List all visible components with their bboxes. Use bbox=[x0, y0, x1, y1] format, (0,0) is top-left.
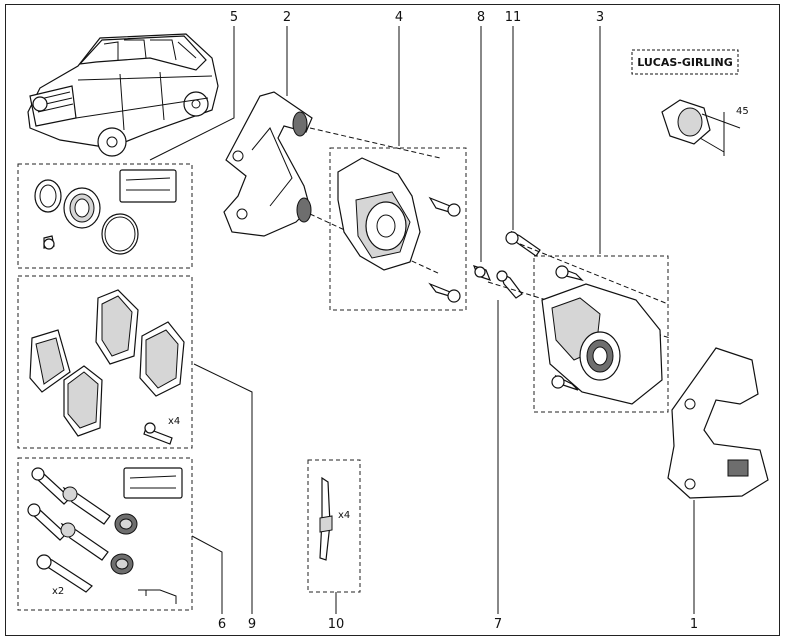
leader-lines bbox=[149, 26, 695, 614]
pad-kit-box bbox=[17, 275, 193, 449]
seal-kit-box bbox=[17, 163, 193, 269]
callout-8: 8 bbox=[477, 10, 485, 25]
caliper-bolts bbox=[472, 230, 541, 299]
bendix-caliper-box bbox=[329, 147, 467, 311]
pad-bolt-quantity: x4 bbox=[168, 416, 180, 427]
callout-7: 7 bbox=[494, 617, 502, 632]
callout-2: 2 bbox=[283, 10, 291, 25]
alignment-line-right bbox=[487, 243, 671, 339]
carrier-bracket-left bbox=[223, 91, 313, 237]
clip-kit-box bbox=[307, 459, 361, 593]
diagram-frame bbox=[5, 4, 780, 636]
callout-3: 3 bbox=[596, 10, 604, 25]
callout-9: 9 bbox=[248, 617, 256, 632]
bolt-drawing bbox=[27, 467, 183, 604]
caliper-drawing bbox=[337, 157, 461, 303]
angle-label: 45 bbox=[736, 106, 749, 117]
callout-5: 5 bbox=[230, 10, 238, 25]
guide-pin-quantity: x2 bbox=[52, 586, 64, 597]
sensor-detail-drawing bbox=[661, 99, 741, 156]
clip-quantity: x4 bbox=[338, 510, 350, 521]
brand-label-box bbox=[631, 49, 739, 75]
callout-1: 1 bbox=[690, 617, 698, 632]
callout-11: 11 bbox=[505, 10, 522, 25]
girling-caliper-box bbox=[533, 255, 669, 413]
callout-6: 6 bbox=[218, 617, 226, 632]
guide-pin-kit-box bbox=[17, 457, 193, 611]
alignment-line-left bbox=[309, 127, 441, 275]
seal-drawing bbox=[34, 169, 177, 255]
callout-10: 10 bbox=[328, 617, 345, 632]
car-illustration bbox=[27, 33, 219, 157]
callout-4: 4 bbox=[395, 10, 403, 25]
clip-drawing bbox=[319, 476, 333, 561]
brand-label: LUCAS-GIRLING bbox=[637, 56, 733, 69]
brake-pad-drawing bbox=[29, 289, 185, 445]
girling-caliper-drawing bbox=[541, 265, 663, 405]
carrier-bracket-right bbox=[667, 347, 769, 499]
